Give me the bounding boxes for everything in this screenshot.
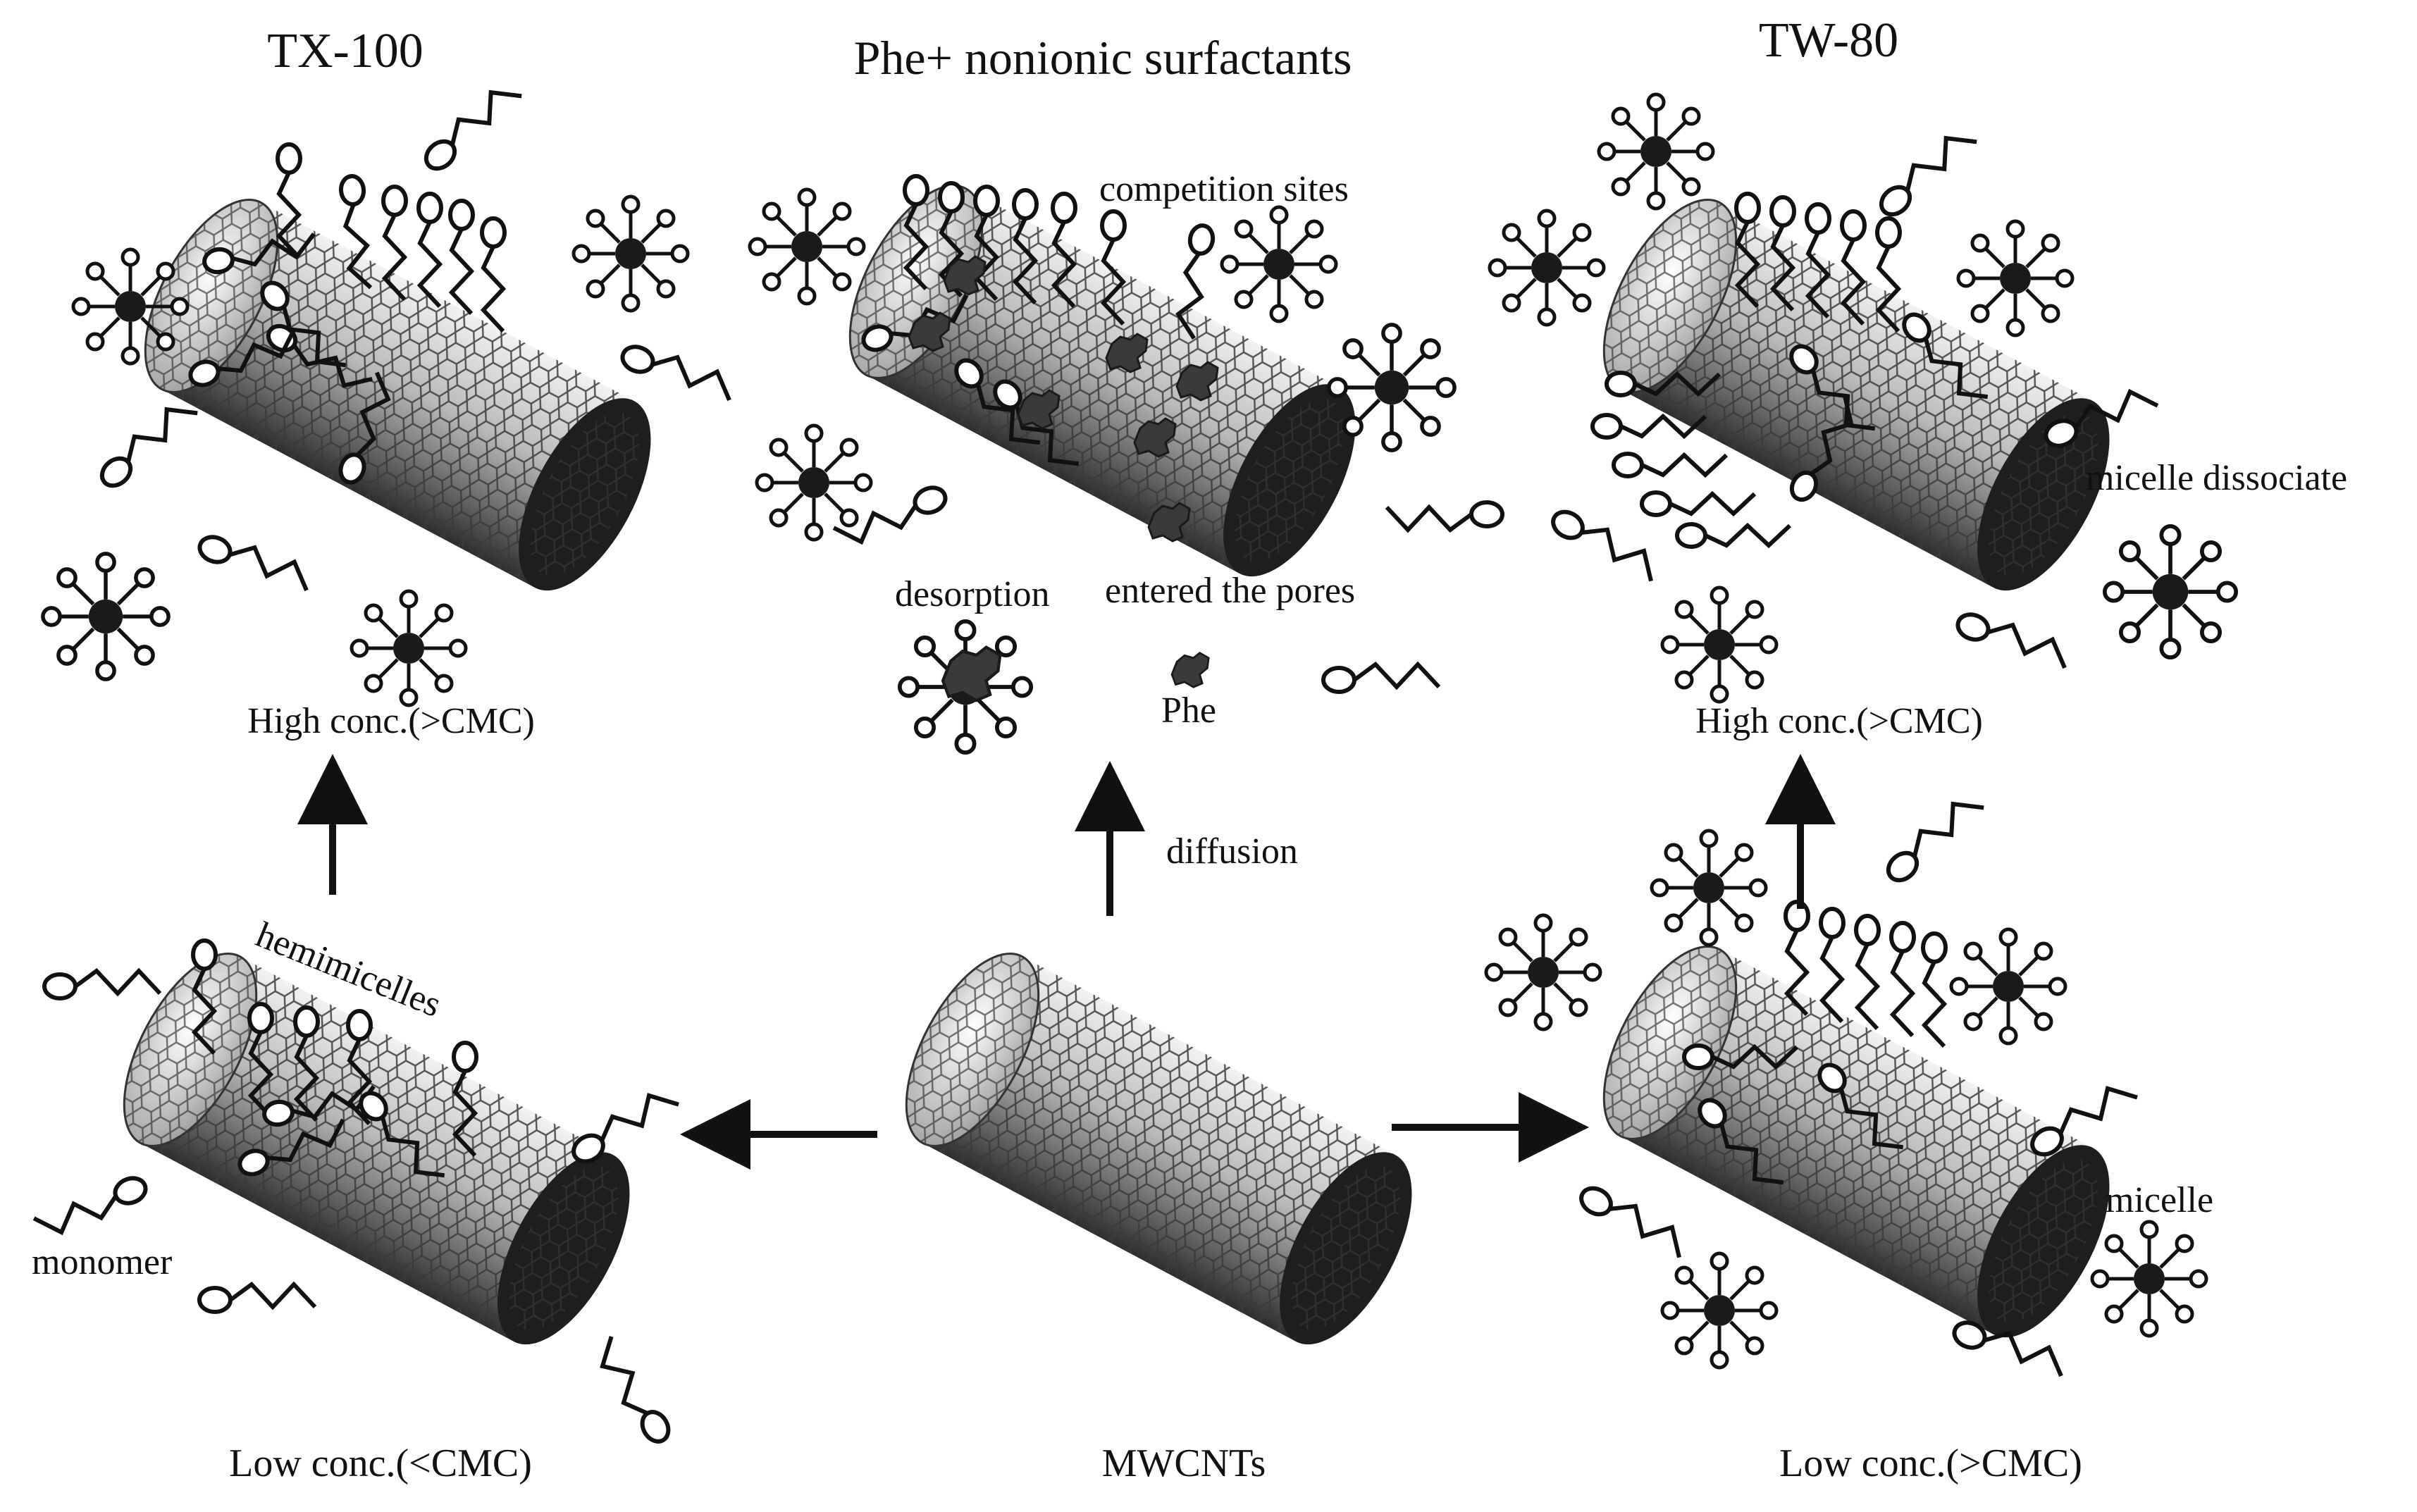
label-desorption: desorption [895,574,1050,614]
label-low-conc-left: Low conc.(<CMC) [229,1442,532,1485]
label-title: Phe+ nonionic surfactants [854,31,1352,85]
label-tx100: TX-100 [267,24,424,78]
label-entered-pores: entered the pores [1105,571,1355,611]
label-tw80: TW-80 [1759,13,1898,68]
tube-mwcnts [878,932,1440,1366]
label-monomer: monomer [32,1242,172,1282]
label-diffusion: diffusion [1166,831,1298,872]
label-high-conc-left: High conc.(>CMC) [247,701,535,741]
label-high-conc-right: High conc.(>CMC) [1695,701,1983,741]
label-micelle-dissociate: micelle dissociate [2086,458,2347,498]
label-phe: Phe [1161,690,1216,731]
label-micelle: micelle [2106,1180,2213,1220]
arrows [297,754,1836,1170]
label-low-conc-right: Low conc.(>CMC) [1779,1442,2082,1485]
label-mwcnts: MWCNTs [1102,1442,1266,1485]
label-competition-sites: competition sites [1099,169,1349,209]
